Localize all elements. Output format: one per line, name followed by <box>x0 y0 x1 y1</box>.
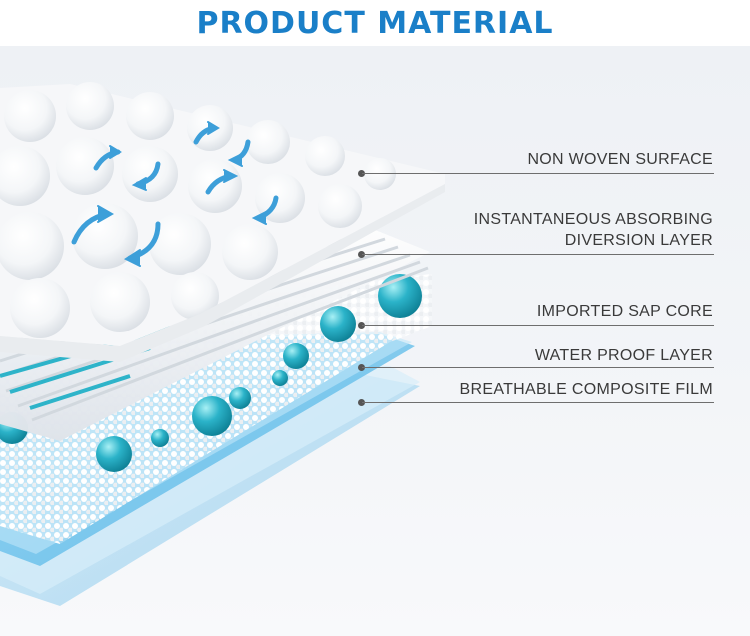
circular-flow-arrow-icon <box>71 121 279 267</box>
label-diversion-layer: INSTANTANEOUS ABSORBING DIVERSION LAYER <box>474 209 713 251</box>
product-illustration-area: NON WOVEN SURFACE INSTANTANEOUS ABSORBIN… <box>0 46 750 636</box>
layer-pointer-dot <box>358 364 365 371</box>
gel-bead <box>320 306 356 342</box>
gel-bead <box>378 274 422 318</box>
layer-pointer-dot <box>358 322 365 329</box>
leader-line <box>362 325 714 326</box>
leader-line <box>362 254 714 255</box>
leader-line <box>362 173 714 174</box>
gel-bead <box>151 429 169 447</box>
label-breathable-film: BREATHABLE COMPOSITE FILM <box>459 381 713 398</box>
label-water-proof-layer: WATER PROOF LAYER <box>534 347 713 364</box>
gel-bead <box>192 396 232 436</box>
label-non-woven-surface: NON WOVEN SURFACE <box>527 151 713 168</box>
gel-bead <box>229 387 251 409</box>
label-diversion-line-1: INSTANTANEOUS ABSORBING <box>473 211 713 228</box>
layer-pointer-dot <box>358 170 365 177</box>
label-diversion-line-2: DIVERSION LAYER <box>564 232 713 249</box>
gel-bead <box>272 370 288 386</box>
gel-bead <box>283 343 309 369</box>
label-sap-core: IMPORTED SAP CORE <box>536 303 713 320</box>
layer-pointer-dot <box>358 251 365 258</box>
layer-pointer-dot <box>358 399 365 406</box>
leader-line <box>362 402 714 403</box>
layer-illustration <box>0 82 445 606</box>
page-title: PRODUCT MATERIAL <box>196 5 554 41</box>
gel-bead <box>96 436 132 472</box>
leader-line <box>362 367 714 368</box>
